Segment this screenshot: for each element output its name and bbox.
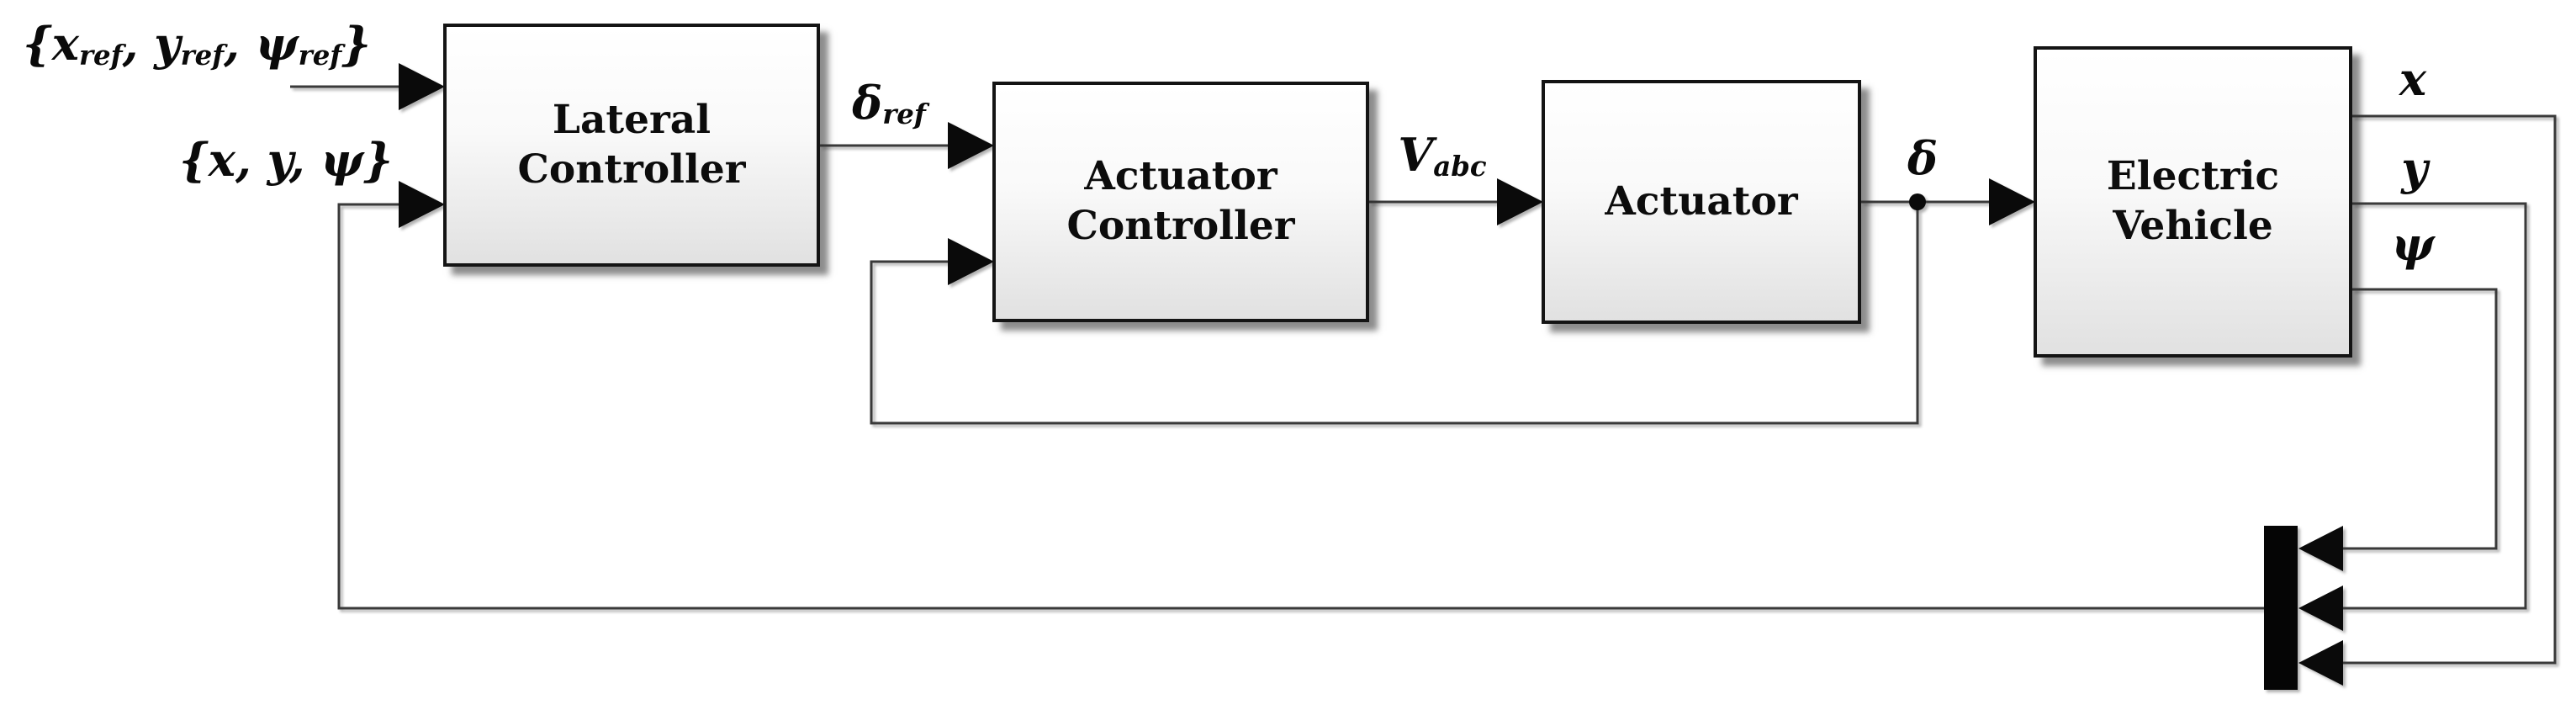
block-lateral-controller: Lateral Controller: [443, 24, 820, 267]
block-actuator-line1: Actuator: [1605, 178, 1798, 225]
arrowhead-delta-into-electric-vehicle: [1989, 178, 2035, 225]
label-v-abc: Vabc: [1398, 128, 1487, 183]
block-electric-vehicle-line2: Vehicle: [2113, 203, 2273, 249]
wire-delta-feedback: [870, 202, 1919, 425]
arrowhead-y-into-mux: [2298, 585, 2343, 631]
label-reference-input: {xref, yref, ψref}: [23, 17, 371, 72]
wire-output-psi-feedback: [2340, 288, 2498, 550]
block-lateral-controller-line1: Lateral: [552, 96, 711, 143]
block-actuator-controller-line1: Actuator: [1084, 153, 1277, 200]
wire-state-feedback-to-lateral-controller: [337, 203, 2264, 610]
label-output-psi: ψ: [2391, 217, 2435, 271]
label-state-feedback-input: {x, y, ψ}: [179, 133, 393, 187]
delta-branch-dot: [1909, 193, 1926, 210]
block-actuator-controller: Actuator Controller: [992, 82, 1369, 322]
arrowhead-reference-into-lateral-controller: [399, 63, 445, 110]
block-electric-vehicle-line1: Electric: [2106, 153, 2280, 200]
block-actuator-controller-line2: Controller: [1066, 203, 1295, 249]
arrowhead-psi-into-mux: [2298, 526, 2343, 571]
label-output-x: x: [2399, 52, 2427, 106]
arrowhead-delta-feedback-into-actuator-controller: [948, 238, 994, 285]
wire-output-x-feedback: [2340, 114, 2557, 665]
block-actuator: Actuator: [1542, 80, 1861, 324]
block-electric-vehicle: Electric Vehicle: [2034, 46, 2352, 358]
label-delta-ref: δref: [852, 76, 926, 130]
label-output-y: y: [2401, 141, 2428, 195]
arrowhead-v-abc-into-actuator: [1497, 178, 1543, 225]
arrowhead-delta-ref-into-actuator-controller: [948, 122, 994, 169]
wire-output-y-feedback: [2340, 202, 2527, 610]
block-lateral-controller-line2: Controller: [517, 146, 746, 193]
arrowhead-x-into-mux: [2298, 640, 2343, 686]
mux-bar: [2264, 526, 2298, 690]
arrowhead-feedback-into-lateral-controller: [399, 181, 445, 228]
label-delta: δ: [1907, 131, 1939, 185]
